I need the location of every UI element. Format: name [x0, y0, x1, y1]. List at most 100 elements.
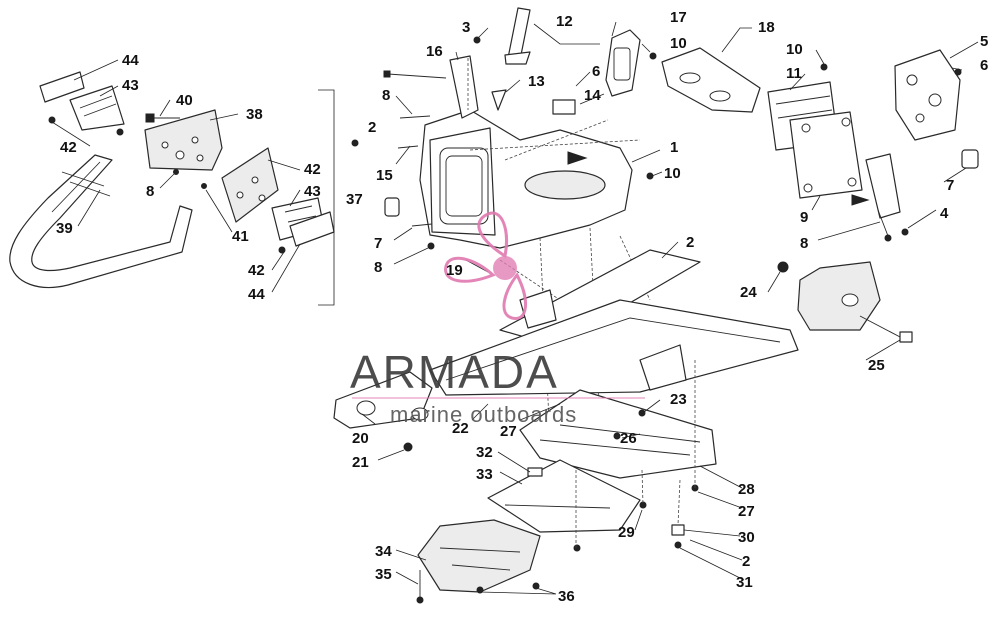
bolt-35: [416, 596, 424, 604]
callout-38: 38: [246, 106, 263, 123]
callout-31: 31: [736, 574, 753, 591]
callout-44: 44: [248, 286, 265, 303]
callout-4: 4: [940, 205, 949, 222]
callout-15: 15: [376, 167, 393, 184]
housing-box-9: [789, 111, 863, 199]
front-frame-assembly: [351, 7, 870, 441]
screw-3: [473, 36, 481, 44]
callout-33: 33: [476, 466, 493, 483]
callout-32: 32: [476, 444, 493, 461]
group-bracket-37: [318, 89, 335, 306]
pad-bracket-43-top: [69, 85, 125, 131]
pedal-assembly-17: [605, 29, 641, 97]
nut-42-top: [48, 116, 56, 124]
callout-6: 6: [980, 57, 988, 74]
callout-37: 37: [346, 191, 363, 208]
direction-arrow-2: [851, 194, 870, 206]
callout-29: 29: [618, 524, 635, 541]
callout-27: 27: [500, 423, 517, 440]
lower-frame-assembly: [333, 249, 799, 604]
callout-21: 21: [352, 454, 369, 471]
clip-14: [552, 99, 576, 115]
foot-pad-44-top: [39, 71, 85, 103]
frame-section-24: [797, 261, 881, 331]
callout-39: 39: [56, 220, 73, 237]
callout-10: 10: [664, 165, 681, 182]
callout-16: 16: [426, 43, 443, 60]
callout-34: 34: [375, 543, 392, 560]
callout-25: 25: [868, 357, 885, 374]
clip-32: [527, 467, 543, 477]
footrest-bracket-upper: [144, 109, 223, 171]
nut-31: [674, 541, 682, 549]
direction-arrow-1: [567, 151, 588, 165]
callout-42: 42: [248, 262, 265, 279]
callout-2: 2: [742, 553, 750, 570]
callout-27: 27: [738, 503, 755, 520]
callout-8: 8: [800, 235, 808, 252]
callout-17: 17: [670, 9, 687, 26]
bulkhead-opening: [524, 170, 606, 200]
bumper-tube-39: [9, 154, 193, 289]
bracket-13: [491, 89, 507, 111]
callout-2: 2: [686, 234, 694, 251]
callout-11: 11: [786, 65, 802, 82]
footrest-bracket-lower: [221, 147, 279, 223]
callout-8: 8: [374, 259, 382, 276]
callout-7: 7: [946, 177, 954, 194]
callout-1: 1: [670, 139, 678, 156]
lower-plate-33: [487, 459, 641, 533]
callout-9: 9: [800, 209, 808, 226]
callout-35: 35: [375, 566, 392, 583]
callout-6: 6: [592, 63, 600, 80]
lower-guard-34: [417, 519, 541, 593]
bolt-40: [145, 113, 155, 123]
callout-43: 43: [304, 183, 321, 200]
propeller-logo-icon: [444, 211, 528, 320]
callout-19: 19: [446, 262, 463, 279]
callout-2: 2: [368, 119, 376, 136]
callout-7: 7: [374, 235, 382, 252]
clip-2-lower: [671, 524, 685, 536]
bolt-25: [899, 331, 913, 343]
callout-8: 8: [382, 87, 390, 104]
callout-22: 22: [452, 420, 469, 437]
callout-8: 8: [146, 183, 154, 200]
cross-plate-18: [661, 47, 761, 113]
callout-23: 23: [670, 391, 687, 408]
callout-18: 18: [758, 19, 775, 36]
upper-plate-16: [449, 55, 479, 119]
callout-40: 40: [176, 92, 193, 109]
callout-28: 28: [738, 481, 755, 498]
callout-43: 43: [122, 77, 139, 94]
callout-3: 3: [462, 19, 470, 36]
callout-5: 5: [980, 33, 988, 50]
callout-14: 14: [584, 87, 601, 104]
bumper-pad-7: [384, 197, 400, 217]
bumper-pad-7-right: [961, 149, 979, 169]
right-components: [361, 21, 979, 595]
nut-24: [777, 261, 789, 273]
watermark-brand: ARMADA: [350, 346, 559, 398]
callout-41: 41: [232, 228, 249, 245]
callout-13: 13: [528, 73, 545, 90]
callout-42: 42: [60, 139, 77, 156]
nut-21: [403, 442, 413, 452]
main-rail: [429, 299, 799, 396]
callout-10: 10: [786, 41, 803, 58]
callout-24: 24: [740, 284, 757, 301]
support-arm: [865, 153, 901, 219]
callout-30: 30: [738, 529, 755, 546]
callout-12: 12: [556, 13, 573, 30]
callout-labels: 1 2 2 2 3 4 5 6 6 7 7 8 8 8 8 9 10 10 10…: [56, 9, 988, 605]
callout-42: 42: [304, 161, 321, 178]
callout-10: 10: [670, 35, 687, 52]
nut-42-lower: [278, 246, 286, 254]
front-bumper-assembly: [9, 59, 335, 306]
watermark: ARMADA marine outboards: [350, 211, 645, 427]
callout-44: 44: [122, 52, 139, 69]
callout-36: 36: [558, 588, 575, 605]
callout-26: 26: [620, 430, 637, 447]
